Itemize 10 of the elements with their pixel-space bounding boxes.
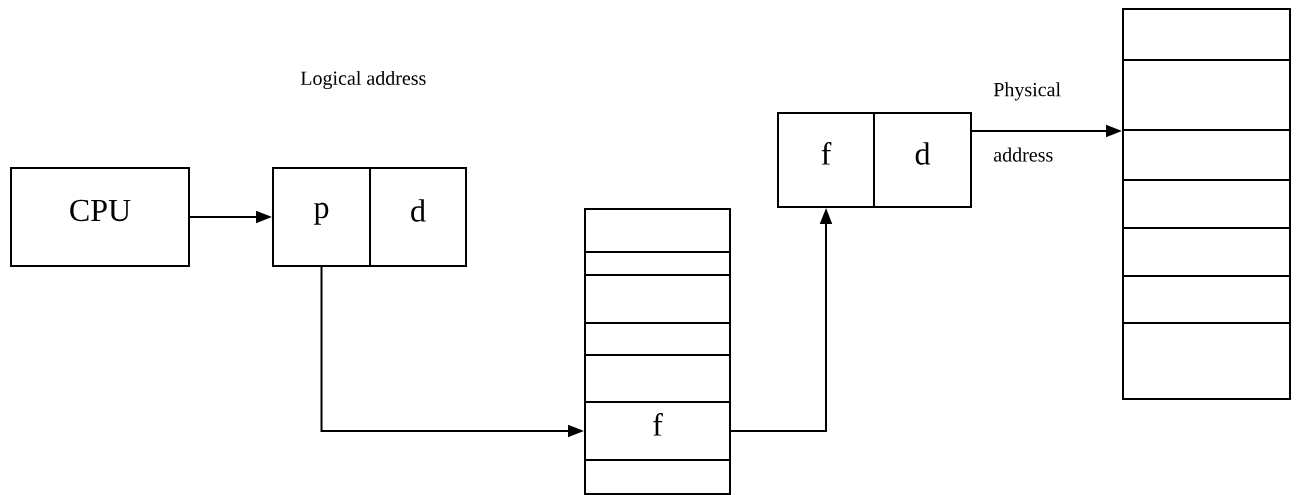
cpu-box: CPU <box>10 167 190 267</box>
table-row: f <box>584 401 731 461</box>
address-cell: d <box>369 167 467 267</box>
memory-block <box>1121 8 1291 400</box>
edge-label: Physical address <box>993 82 1061 162</box>
address-cell: p <box>272 167 371 267</box>
address-cell: f <box>777 112 875 208</box>
page-table <box>583 208 731 495</box>
address-cell: d <box>873 112 972 208</box>
caption-text: Logical address <box>300 70 426 90</box>
